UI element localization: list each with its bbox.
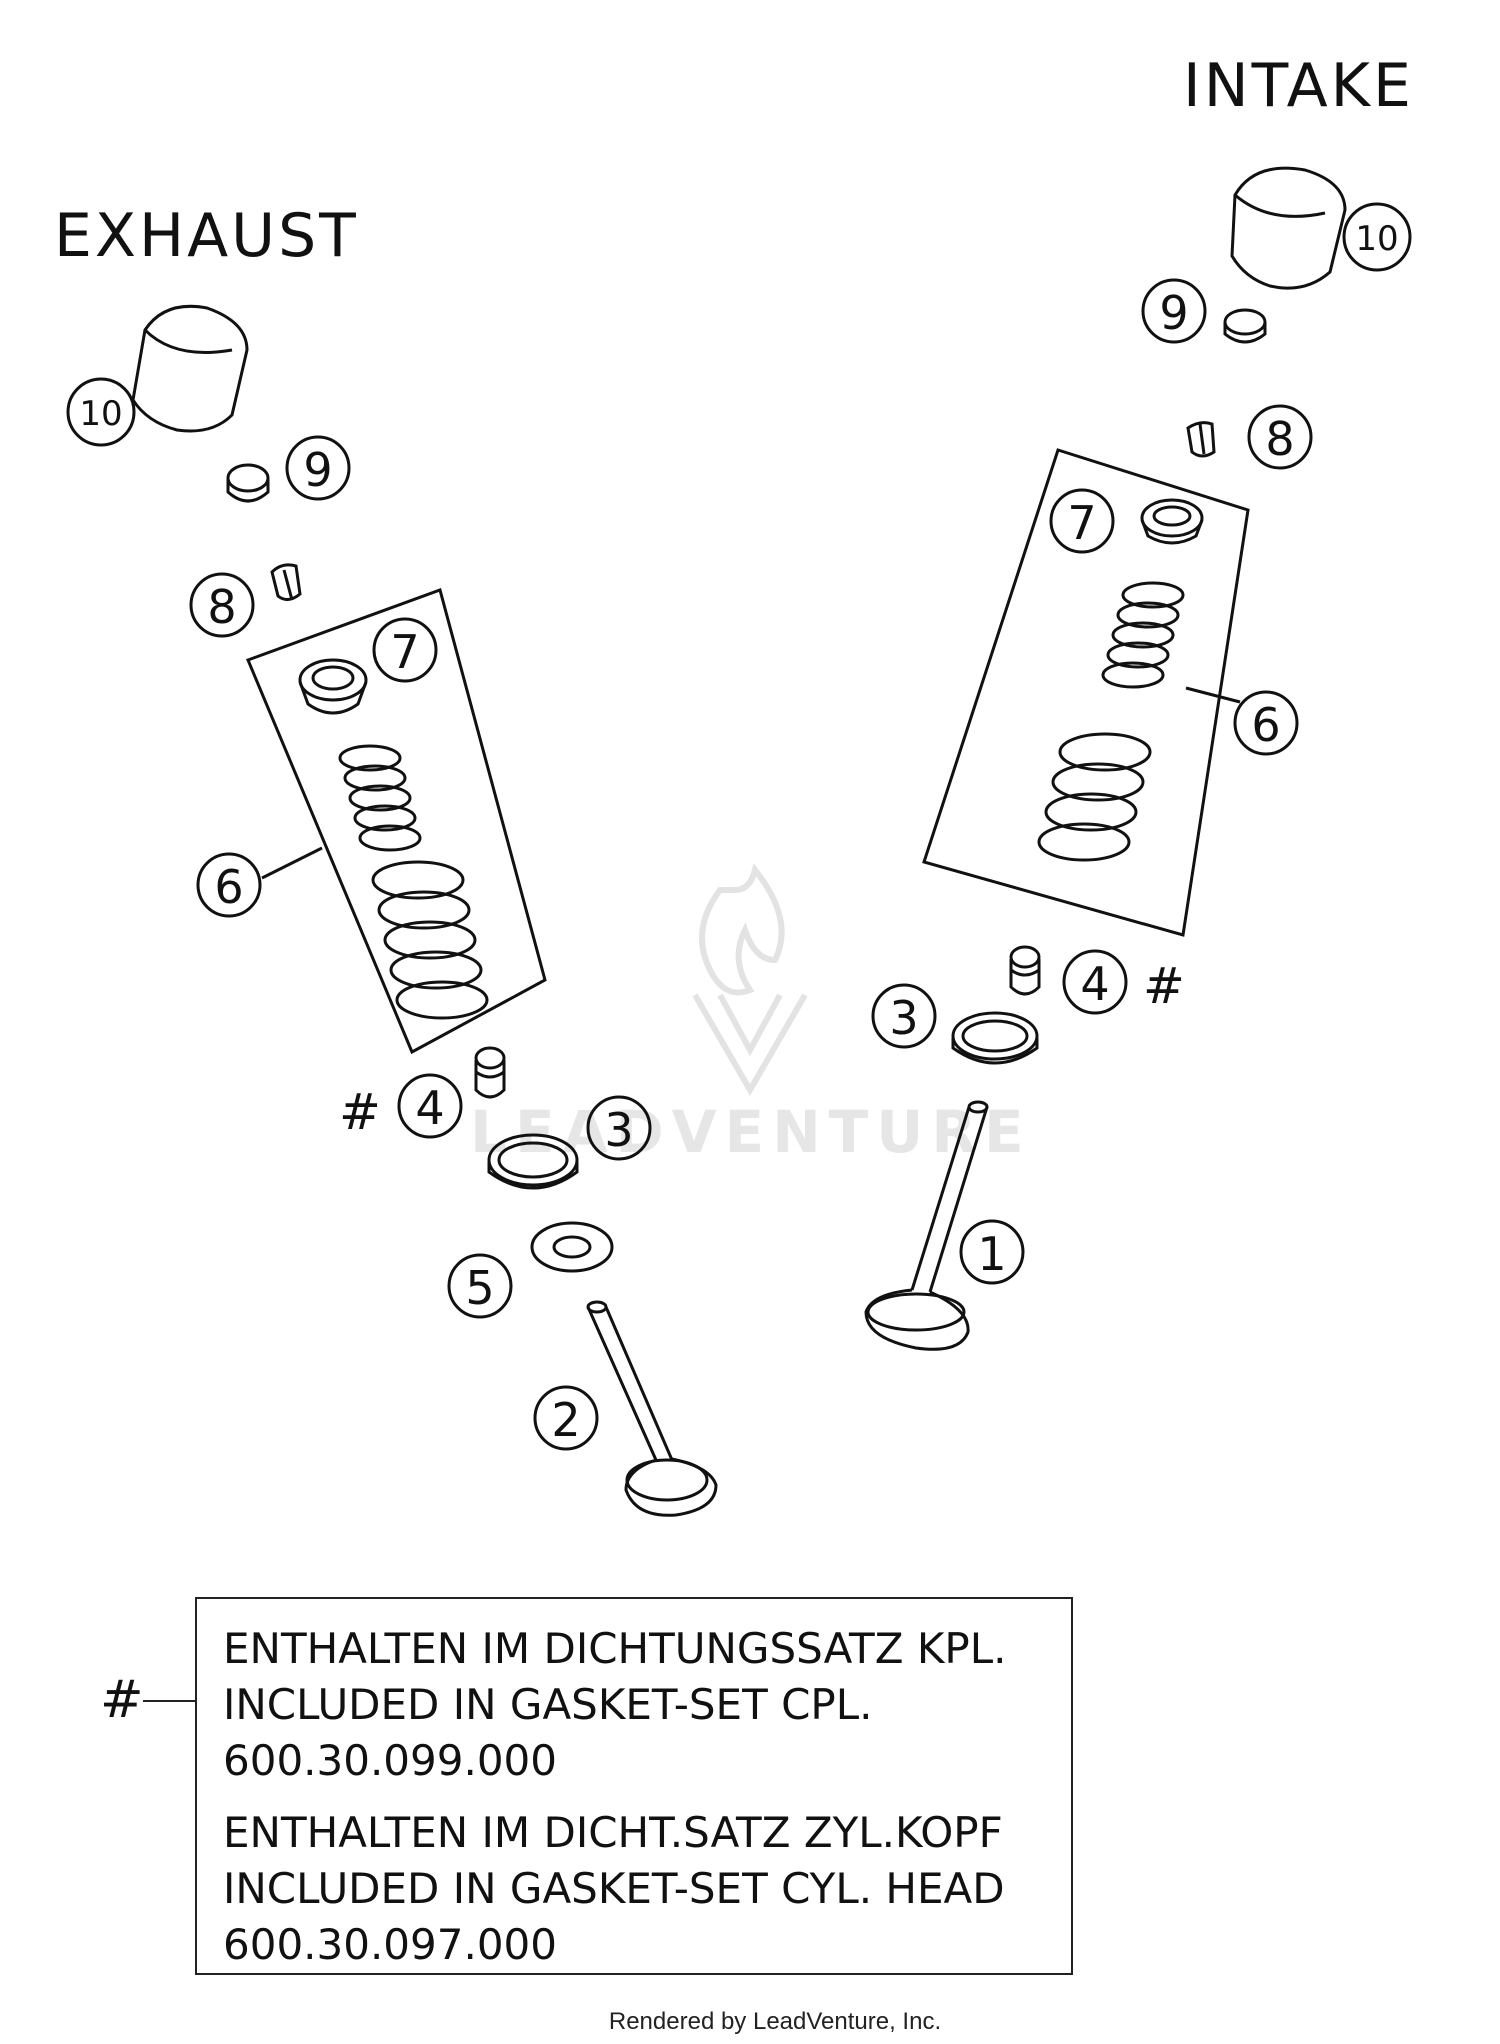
exhaust-callout-2: 2 bbox=[551, 1393, 580, 1447]
intake-stem-seal-4 bbox=[1009, 945, 1041, 996]
intake-callout-10: 10 bbox=[1355, 219, 1398, 259]
exhaust-callout-10: 10 bbox=[79, 394, 122, 434]
footer-credit: Rendered by LeadVenture, Inc. bbox=[608, 2008, 942, 2035]
note-line-5: INCLUDED IN GASKET-SET CYL. HEAD bbox=[223, 1864, 1005, 1913]
note-hash-marker: # bbox=[100, 1670, 144, 1730]
intake-spring-box bbox=[922, 448, 1250, 937]
exhaust-callout-5: 5 bbox=[465, 1261, 494, 1315]
note-line-2: INCLUDED IN GASKET-SET CPL. bbox=[223, 1680, 873, 1729]
note-line-3: 600.30.099.000 bbox=[223, 1736, 557, 1785]
note-line-4: ENTHALTEN IM DICHT.SATZ ZYL.KOPF bbox=[223, 1808, 1003, 1857]
exhaust-spring-box bbox=[246, 588, 547, 1055]
intake-seat-3 bbox=[951, 1011, 1039, 1065]
intake-heading: INTAKE bbox=[1183, 51, 1414, 121]
intake-callout-9: 9 bbox=[1159, 286, 1188, 340]
exhaust-inner-spring-6 bbox=[338, 744, 422, 852]
exhaust-stem-seal-4 bbox=[474, 1046, 506, 1099]
exhaust-callout-6: 6 bbox=[214, 860, 243, 914]
intake-shim-9 bbox=[1223, 308, 1267, 344]
exhaust-heading: EXHAUST bbox=[54, 201, 359, 271]
exhaust-callout-3: 3 bbox=[604, 1103, 633, 1157]
intake-outer-spring-6 bbox=[1037, 732, 1152, 862]
note-line-6: 600.30.097.000 bbox=[223, 1920, 557, 1969]
exhaust-keeper-8 bbox=[270, 563, 302, 601]
note-line-1: ENTHALTEN IM DICHTUNGSSATZ KPL. bbox=[223, 1624, 1007, 1673]
exhaust-shim-9 bbox=[226, 463, 270, 503]
intake-callout-6: 6 bbox=[1251, 698, 1280, 752]
exhaust-hash-marker: # bbox=[339, 1083, 381, 1141]
note-leader-line bbox=[143, 1700, 195, 1702]
gasket-note-box: ENTHALTEN IM DICHTUNGSSATZ KPL. INCLUDED… bbox=[195, 1597, 1073, 1975]
exhaust-valve-2 bbox=[586, 1300, 718, 1517]
watermark-logo bbox=[692, 863, 808, 1096]
intake-hash-marker: # bbox=[1143, 957, 1185, 1015]
intake-leader-6 bbox=[1185, 686, 1241, 704]
intake-callout-1: 1 bbox=[977, 1227, 1006, 1281]
exhaust-callout-8: 8 bbox=[207, 580, 236, 634]
intake-tappet-10 bbox=[1230, 166, 1347, 290]
exhaust-callout-7: 7 bbox=[390, 625, 419, 679]
intake-callout-circles bbox=[871, 202, 1412, 1285]
exhaust-callout-circles bbox=[66, 377, 652, 1451]
intake-retainer-7 bbox=[1140, 498, 1204, 545]
intake-callout-4: 4 bbox=[1080, 957, 1109, 1011]
exhaust-outer-spring-6 bbox=[371, 860, 489, 1020]
intake-valve-1 bbox=[864, 1100, 989, 1351]
exhaust-callout-9: 9 bbox=[303, 443, 332, 497]
intake-keeper-8 bbox=[1186, 421, 1216, 458]
exhaust-seat-3 bbox=[487, 1133, 579, 1190]
intake-callout-7: 7 bbox=[1067, 496, 1096, 550]
intake-inner-spring-6 bbox=[1101, 581, 1185, 689]
watermark-text: LEADVENTURE bbox=[470, 1098, 1032, 1166]
exhaust-leader-6 bbox=[261, 846, 323, 880]
exhaust-tappet-10 bbox=[131, 304, 249, 433]
exhaust-washer-5 bbox=[530, 1221, 614, 1273]
intake-callout-3: 3 bbox=[889, 991, 918, 1045]
exhaust-retainer-7 bbox=[298, 658, 368, 715]
exhaust-callout-4: 4 bbox=[415, 1081, 444, 1135]
intake-callout-8: 8 bbox=[1265, 412, 1294, 466]
